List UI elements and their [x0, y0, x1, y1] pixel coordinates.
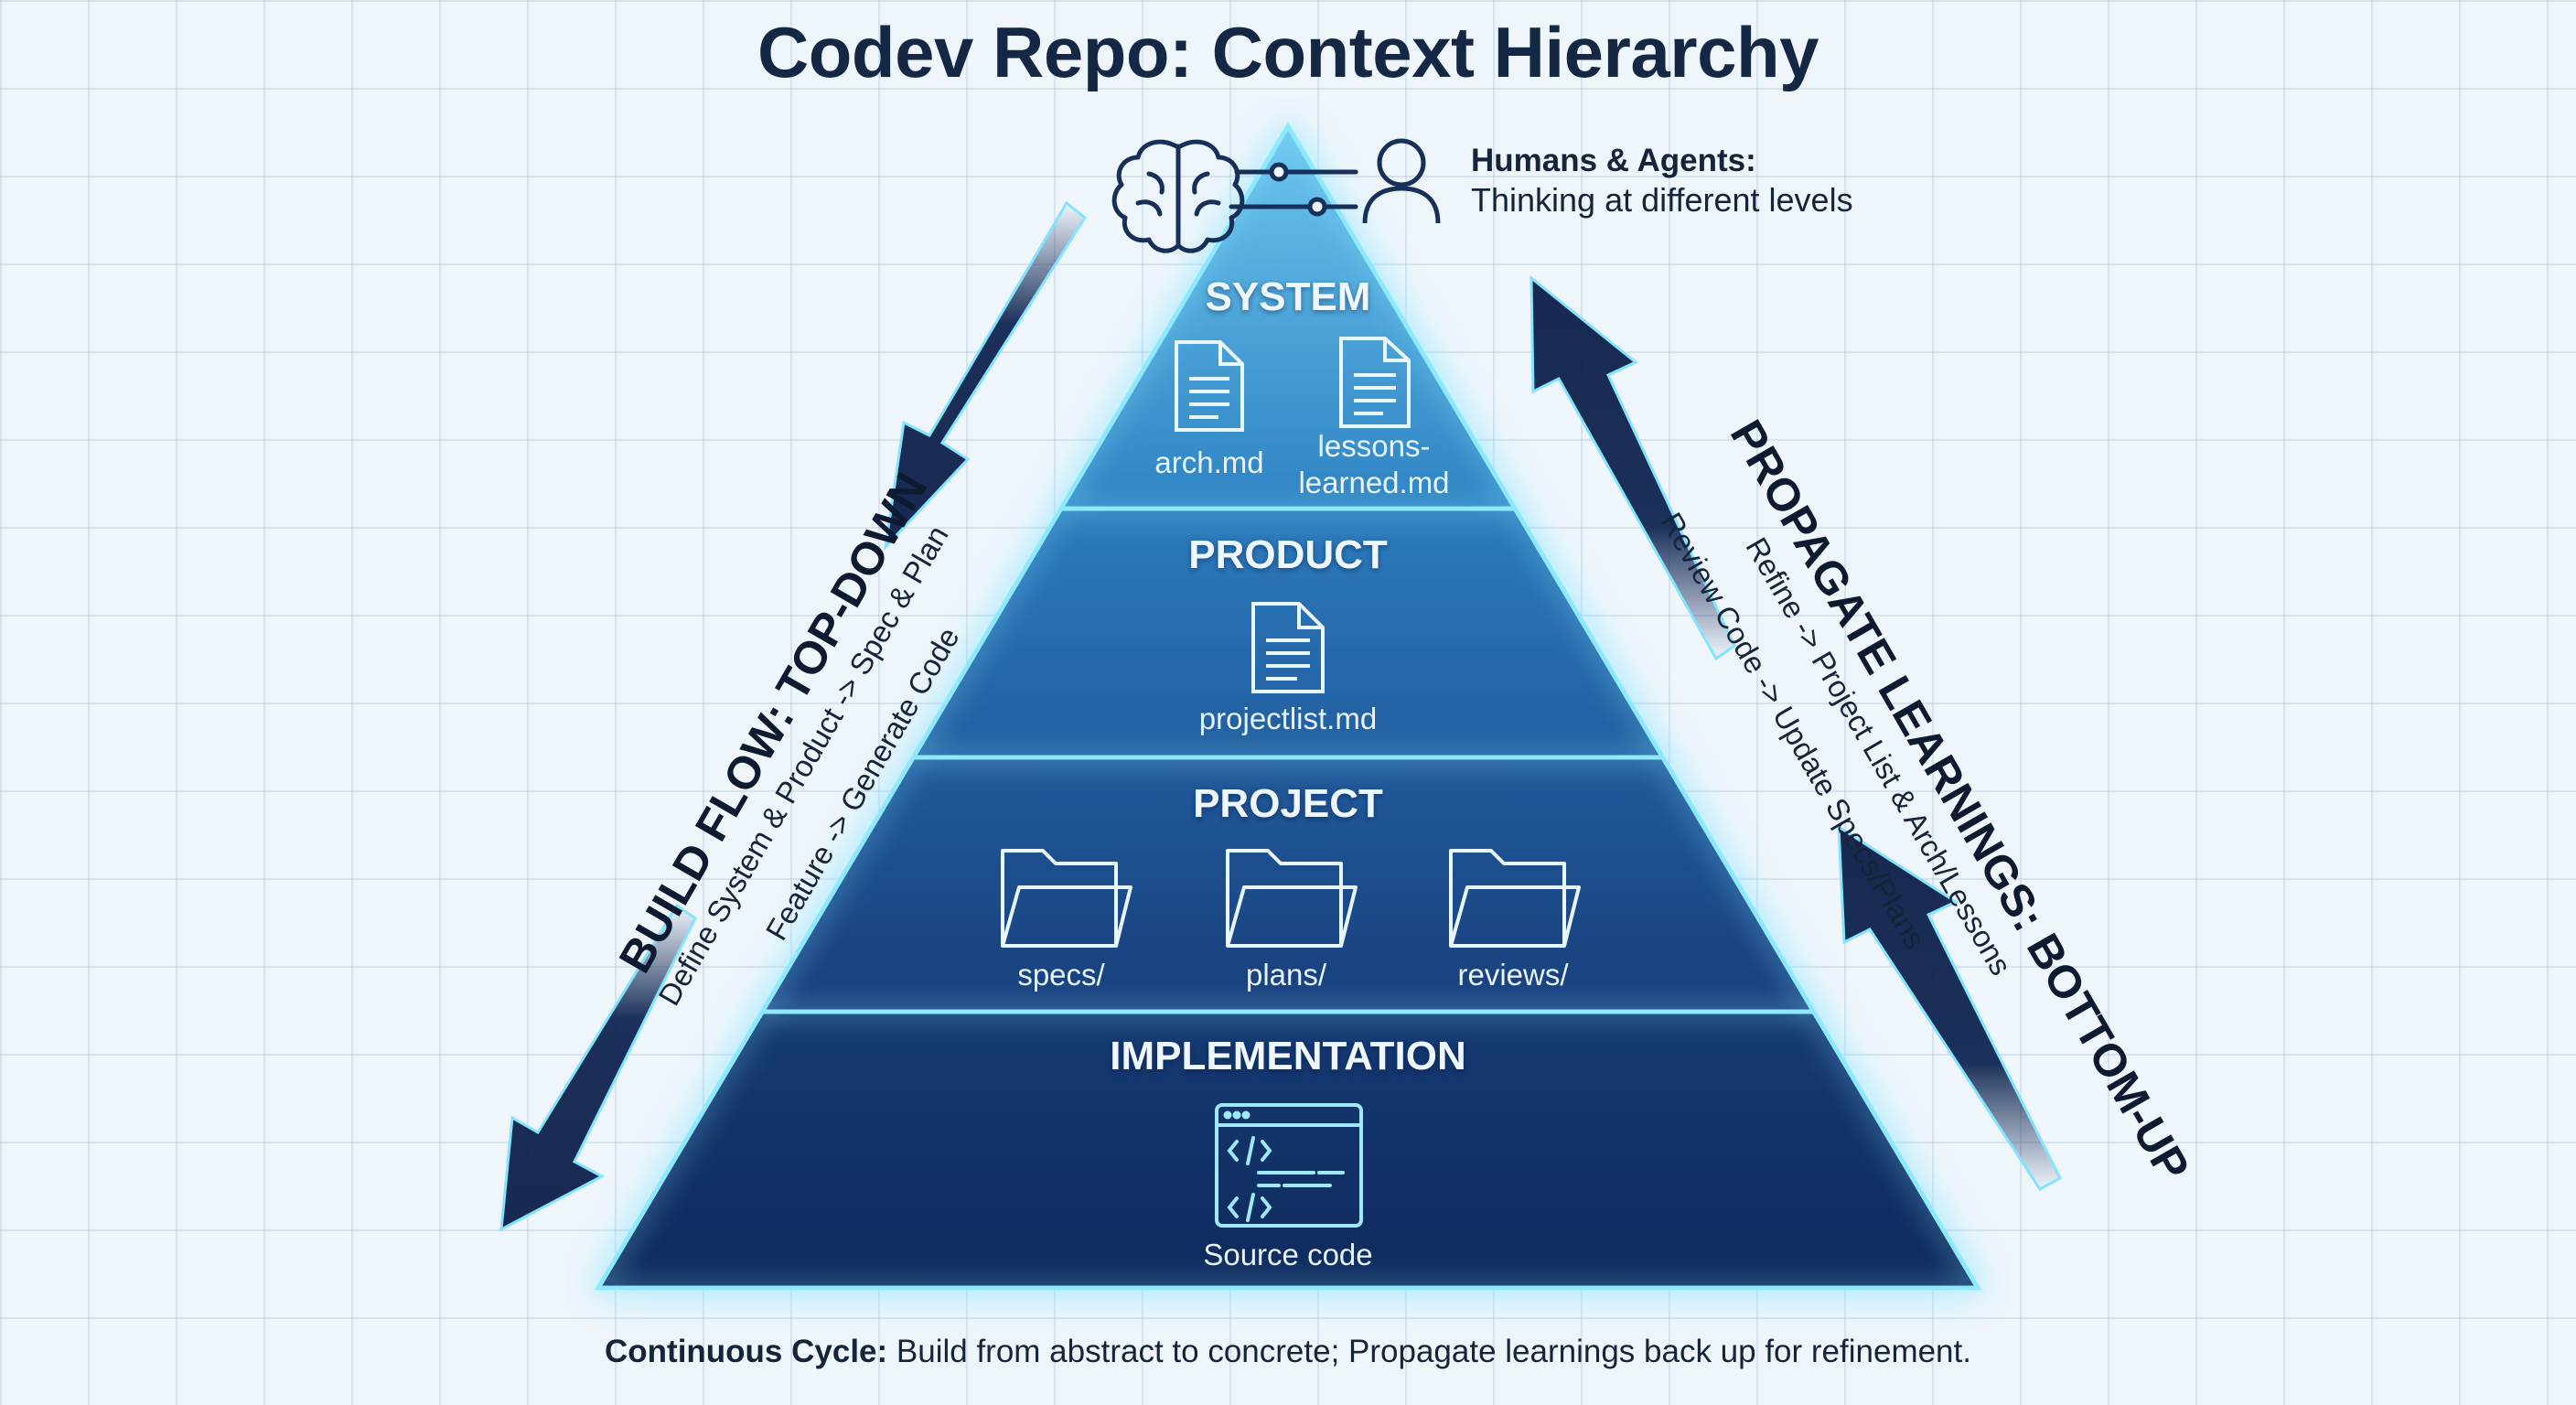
- build-flow-arrow-upper: [883, 200, 1087, 552]
- tier-product-title: PRODUCT: [1188, 532, 1388, 577]
- file-icon-projectlist: [1251, 602, 1325, 693]
- folder-icon-plans: [1226, 849, 1358, 948]
- tier-project-shape: [761, 757, 1815, 1012]
- tier-system-title: SYSTEM: [1205, 274, 1371, 319]
- folder-icon-reviews: [1449, 849, 1581, 948]
- file-icon-arch: [1175, 340, 1244, 432]
- folder-label-specs: specs/: [1017, 958, 1105, 992]
- folder-label-plans: plans/: [1245, 958, 1327, 992]
- caption-text: Build from abstract to concrete; Propaga…: [887, 1334, 1971, 1369]
- file-label-projectlist: projectlist.md: [1198, 702, 1378, 735]
- page-title: Codev Repo: Context Hierarchy: [757, 12, 1819, 92]
- agents-description: Thinking at different levels: [1471, 181, 1853, 219]
- tier-product-shape: [913, 509, 1663, 757]
- brain-icon: [1111, 139, 1245, 253]
- pyramid-outline: [594, 122, 1982, 1291]
- caption-lead: Continuous Cycle:: [605, 1334, 888, 1369]
- tier-project-title: PROJECT: [1193, 781, 1383, 826]
- build-flow-arrow-lower: [499, 903, 697, 1232]
- file-label-arch: arch.md: [1154, 445, 1264, 479]
- source-code-label: Source code: [1203, 1238, 1373, 1271]
- folder-icon-specs: [1001, 849, 1132, 948]
- propagate-arrow-lower: [1837, 824, 2062, 1191]
- tier-implementation-title: IMPLEMENTATION: [1110, 1034, 1466, 1078]
- propagate-arrow-upper: [1530, 274, 1736, 661]
- person-icon: [1362, 138, 1441, 224]
- file-label-lessons-learned: lessons- learned.md: [1298, 429, 1450, 499]
- footer-caption: Continuous Cycle: Build from abstract to…: [0, 1334, 2576, 1370]
- tier-implementation-shape: [598, 1012, 1978, 1288]
- folder-label-reviews: reviews/: [1457, 958, 1569, 992]
- file-icon-lessons-learned: [1339, 337, 1411, 428]
- connector-icon: [1229, 162, 1358, 217]
- code-window-icon: [1215, 1103, 1363, 1228]
- agents-label: Humans & Agents:: [1471, 143, 1756, 178]
